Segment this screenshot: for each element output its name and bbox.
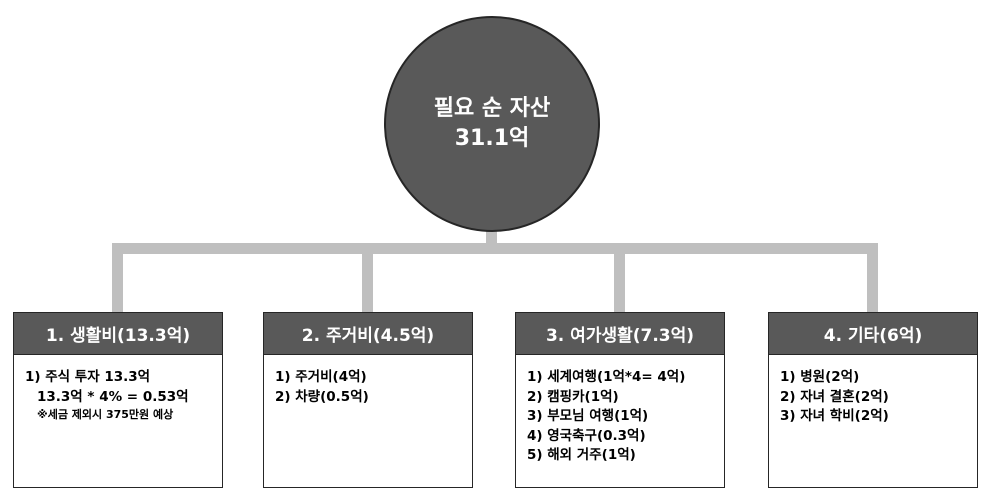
category-item: 2) 자녀 결혼(2억): [780, 388, 889, 405]
category-item: 1) 병원(2억): [780, 369, 860, 385]
category-item: 4) 영국축구(0.3억): [527, 427, 646, 444]
category-header: 4. 기타(6억): [769, 313, 977, 355]
category-header: 3. 여가생활(7.3억): [516, 313, 724, 355]
horizontal-connector: [112, 243, 878, 254]
category-item: 3) 부모님 여행(1억): [527, 408, 649, 424]
category-item: 1) 세계여행(1억*4= 4억): [527, 369, 686, 385]
root-title: 필요 순 자산: [433, 96, 551, 121]
branch-connector-4: [867, 243, 878, 313]
category-item: 5) 해외 거주(1억): [527, 447, 636, 463]
category-body: 1) 병원(2억) 2) 자녀 결혼(2억) 3) 자녀 학비(2억): [769, 355, 977, 487]
category-note: ※세금 제외시 375만원 예상: [37, 408, 174, 421]
branch-connector-1: [112, 243, 123, 313]
category-item: 2) 차량(0.5억): [275, 388, 369, 405]
category-box-housing: 2. 주거비(4.5억) 1) 주거비(4억) 2) 차량(0.5억): [263, 312, 473, 488]
category-item: 1) 주식 투자 13.3억: [25, 369, 151, 385]
root-value: 31.1억: [454, 126, 530, 151]
branch-connector-2: [362, 243, 373, 313]
category-box-leisure: 3. 여가생활(7.3억) 1) 세계여행(1억*4= 4억) 2) 캠핑카(1…: [515, 312, 725, 488]
category-box-other: 4. 기타(6억) 1) 병원(2억) 2) 자녀 결혼(2억) 3) 자녀 학…: [768, 312, 978, 488]
branch-connector-3: [614, 243, 625, 313]
category-item: 3) 자녀 학비(2억): [780, 408, 889, 424]
root-stem: [486, 230, 497, 244]
category-header: 1. 생활비(13.3억): [14, 313, 222, 355]
category-box-living: 1. 생활비(13.3억) 1) 주식 투자 13.3억 13.3억 * 4% …: [13, 312, 223, 488]
root-node: 필요 순 자산 31.1억: [384, 16, 600, 232]
category-body: 1) 주거비(4억) 2) 차량(0.5억): [264, 355, 472, 487]
category-body: 1) 세계여행(1억*4= 4억) 2) 캠핑카(1억) 3) 부모님 여행(1…: [516, 355, 724, 487]
category-item: 1) 주거비(4억): [275, 369, 367, 385]
category-body: 1) 주식 투자 13.3억 13.3억 * 4% = 0.53억 ※세금 제외…: [14, 355, 222, 487]
category-item: 2) 캠핑카(1억): [527, 388, 619, 405]
category-header: 2. 주거비(4.5억): [264, 313, 472, 355]
category-item: 13.3억 * 4% = 0.53억: [37, 388, 189, 405]
